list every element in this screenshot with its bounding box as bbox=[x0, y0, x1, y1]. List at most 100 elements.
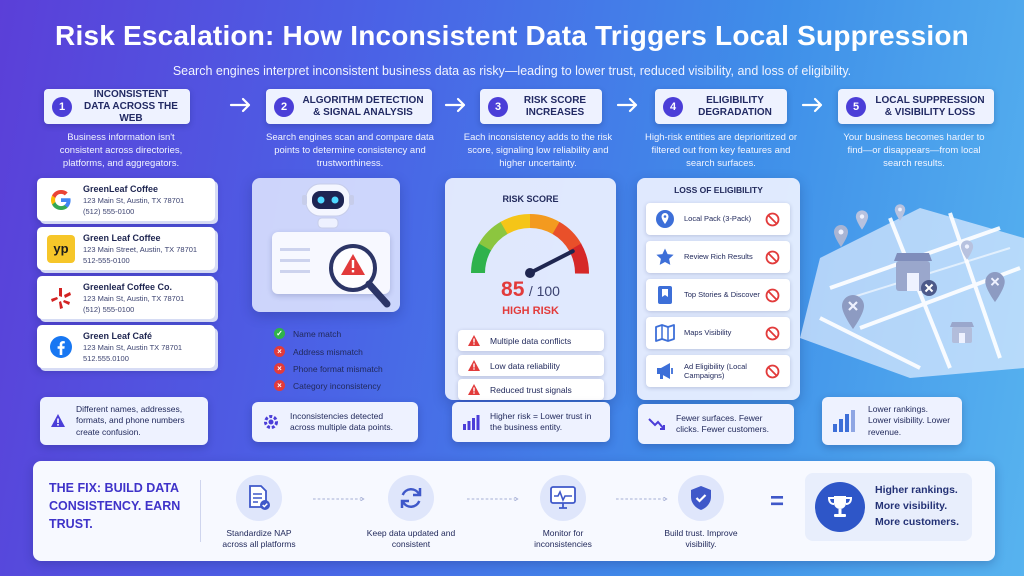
check-address-mismatch: × Address mismatch bbox=[274, 346, 363, 357]
risk-score-value: 85 bbox=[501, 278, 525, 301]
x-icon: × bbox=[274, 346, 285, 357]
trend-down-icon bbox=[648, 418, 665, 430]
listing-name: Green Leaf Coffee bbox=[83, 232, 161, 243]
note-text: Lower rankings. Lower visibility. Lower … bbox=[868, 404, 951, 437]
gauge-segment bbox=[552, 221, 582, 252]
dashed-arrow-icon bbox=[313, 497, 365, 501]
magnifier-warning-icon bbox=[329, 244, 391, 308]
dashed-arrow-icon bbox=[467, 497, 519, 501]
note-card-1: Different names, addresses, formats, and… bbox=[40, 397, 208, 445]
gauge-segment bbox=[529, 214, 561, 235]
risk-level: HIGH RISK bbox=[502, 305, 559, 317]
map-pin-icon bbox=[654, 208, 676, 230]
note-card-2: Inconsistencies detected across multiple… bbox=[252, 402, 418, 442]
note-card-5: Lower rankings. Lower visibility. Lower … bbox=[822, 397, 962, 445]
warning-icon bbox=[468, 384, 480, 395]
listing-phone: 512.555.0100 bbox=[83, 353, 129, 363]
ban-icon bbox=[765, 326, 780, 340]
check-label: Address mismatch bbox=[293, 346, 363, 357]
dashed-arrow-icon bbox=[616, 497, 668, 501]
eligibility-label: Review Rich Results bbox=[684, 252, 753, 262]
bar-chart-icon bbox=[463, 415, 480, 430]
map-pin-x-icon bbox=[842, 295, 864, 329]
step-3-label: RISK SCORE INCREASES bbox=[523, 94, 587, 118]
document-check-icon bbox=[249, 485, 270, 510]
page-title: Risk Escalation: How Inconsistent Data T… bbox=[55, 20, 969, 51]
arrow-right-icon bbox=[229, 97, 251, 113]
check-icon: ✓ bbox=[274, 328, 285, 339]
gauge-hub bbox=[525, 268, 535, 278]
note-text: Fewer surfaces. Fewer clicks. Fewer cust… bbox=[676, 412, 770, 434]
step-2-number: 2 bbox=[274, 96, 294, 117]
eligibility-label: Ad Eligibility (Local Campaigns) bbox=[684, 361, 747, 380]
map-pin-icon bbox=[855, 210, 869, 230]
fix-step-3-circle bbox=[540, 475, 586, 521]
ban-icon bbox=[765, 288, 780, 302]
listing-address: 123 Main St, Austin, TX 78701 bbox=[83, 195, 185, 205]
risk-heading: RISK SCORE bbox=[502, 194, 559, 204]
ban-icon bbox=[765, 364, 780, 378]
signal-label: Multiple data conflicts bbox=[490, 335, 572, 346]
eligibility-label: Local Pack (3-Pack) bbox=[684, 214, 752, 224]
warning-icon bbox=[468, 360, 480, 371]
eligibility-ad-eligibility: Ad Eligibility (Local Campaigns) bbox=[646, 355, 790, 387]
gauge-segment bbox=[478, 221, 509, 251]
eligibility-heading: LOSS OF ELIGIBILITY bbox=[674, 185, 763, 195]
monitor-icon bbox=[550, 486, 576, 509]
map-pin-icon bbox=[960, 240, 974, 260]
check-label: Category inconsistency bbox=[293, 380, 381, 391]
arrow-right-icon bbox=[444, 97, 466, 113]
listing-name: Greenleaf Coffee Co. bbox=[83, 281, 173, 292]
x-icon: × bbox=[274, 380, 285, 391]
yelp-icon: yp bbox=[47, 234, 75, 263]
listing-name: GreenLeaf Coffee bbox=[83, 183, 159, 194]
listing-card-facebook: Green Leaf Café 123 Main St, Austin TX 7… bbox=[37, 325, 215, 368]
note-text: Higher risk = Lower trust in the busines… bbox=[490, 410, 592, 432]
megaphone-icon bbox=[654, 360, 676, 382]
step-4-number: 4 bbox=[663, 96, 683, 117]
fix-title: THE FIX: BUILD DATA CONSISTENCY. EARN TR… bbox=[49, 481, 181, 532]
facebook-icon bbox=[47, 333, 75, 361]
risk-score: 85 / 100 bbox=[445, 278, 616, 302]
step-1-description: Business information isn't consistent ac… bbox=[59, 132, 183, 170]
step-5-header: 5 LOCAL SUPPRESSION & VISIBILITY LOSS bbox=[838, 89, 994, 124]
map-pin-icon bbox=[834, 225, 848, 247]
shield-check-icon bbox=[691, 486, 711, 510]
trophy-icon bbox=[815, 482, 865, 532]
fix-result-text: Higher rankings. More visibility. More c… bbox=[875, 484, 960, 528]
gauge-segment bbox=[500, 214, 531, 235]
google-icon bbox=[47, 186, 75, 214]
step-5-label: LOCAL SUPPRESSION & VISIBILITY LOSS bbox=[875, 94, 985, 118]
bookmark-icon bbox=[654, 284, 676, 306]
yelp-burst-icon bbox=[47, 284, 75, 312]
fix-step-1-circle bbox=[236, 475, 282, 521]
note-card-4: Fewer surfaces. Fewer clicks. Fewer cust… bbox=[638, 404, 794, 444]
fix-step-4-label: Build trust. Improve visibility. bbox=[664, 528, 738, 550]
eligibility-review-rich-results: Review Rich Results bbox=[646, 241, 790, 273]
step-2-label: ALGORITHM DETECTION & SIGNAL ANALYSIS bbox=[302, 94, 424, 118]
gear-icon bbox=[264, 415, 278, 429]
fix-step-1-label: Standardize NAP across all platforms bbox=[222, 528, 296, 550]
gauge-segment bbox=[471, 242, 492, 274]
signal-multiple-conflicts: Multiple data conflicts bbox=[458, 330, 604, 351]
step-2-description: Search engines scan and compare data poi… bbox=[266, 132, 434, 170]
star-icon bbox=[654, 246, 676, 268]
risk-score-max: / 100 bbox=[528, 283, 560, 299]
listing-card-yelp: yp Green Leaf Coffee 123 Main Street, Au… bbox=[37, 227, 215, 270]
refresh-icon bbox=[400, 488, 422, 508]
step-4-header: 4 ELIGIBILITY DEGRADATION bbox=[655, 89, 787, 124]
fix-step-3-label: Monitor for inconsistencies bbox=[534, 528, 592, 550]
store-icon bbox=[950, 322, 974, 343]
fix-result: Higher rankings. More visibility. More c… bbox=[805, 473, 972, 541]
store-icon bbox=[894, 253, 937, 296]
step-5-description: Your business becomes harder to find—or … bbox=[843, 132, 985, 170]
robot-icon bbox=[302, 183, 354, 229]
note-card-3: Higher risk = Lower trust in the busines… bbox=[452, 402, 610, 442]
check-name-match: ✓ Name match bbox=[274, 328, 341, 339]
step-5-number: 5 bbox=[846, 96, 866, 117]
analysis-lines bbox=[280, 244, 310, 284]
listing-name: Green Leaf Café bbox=[83, 330, 153, 341]
listing-address: 123 Main St, Austin TX 78701 bbox=[83, 342, 183, 352]
listing-phone: 512-555-0100 bbox=[83, 255, 130, 265]
step-3-header: 3 RISK SCORE INCREASES bbox=[480, 89, 602, 124]
